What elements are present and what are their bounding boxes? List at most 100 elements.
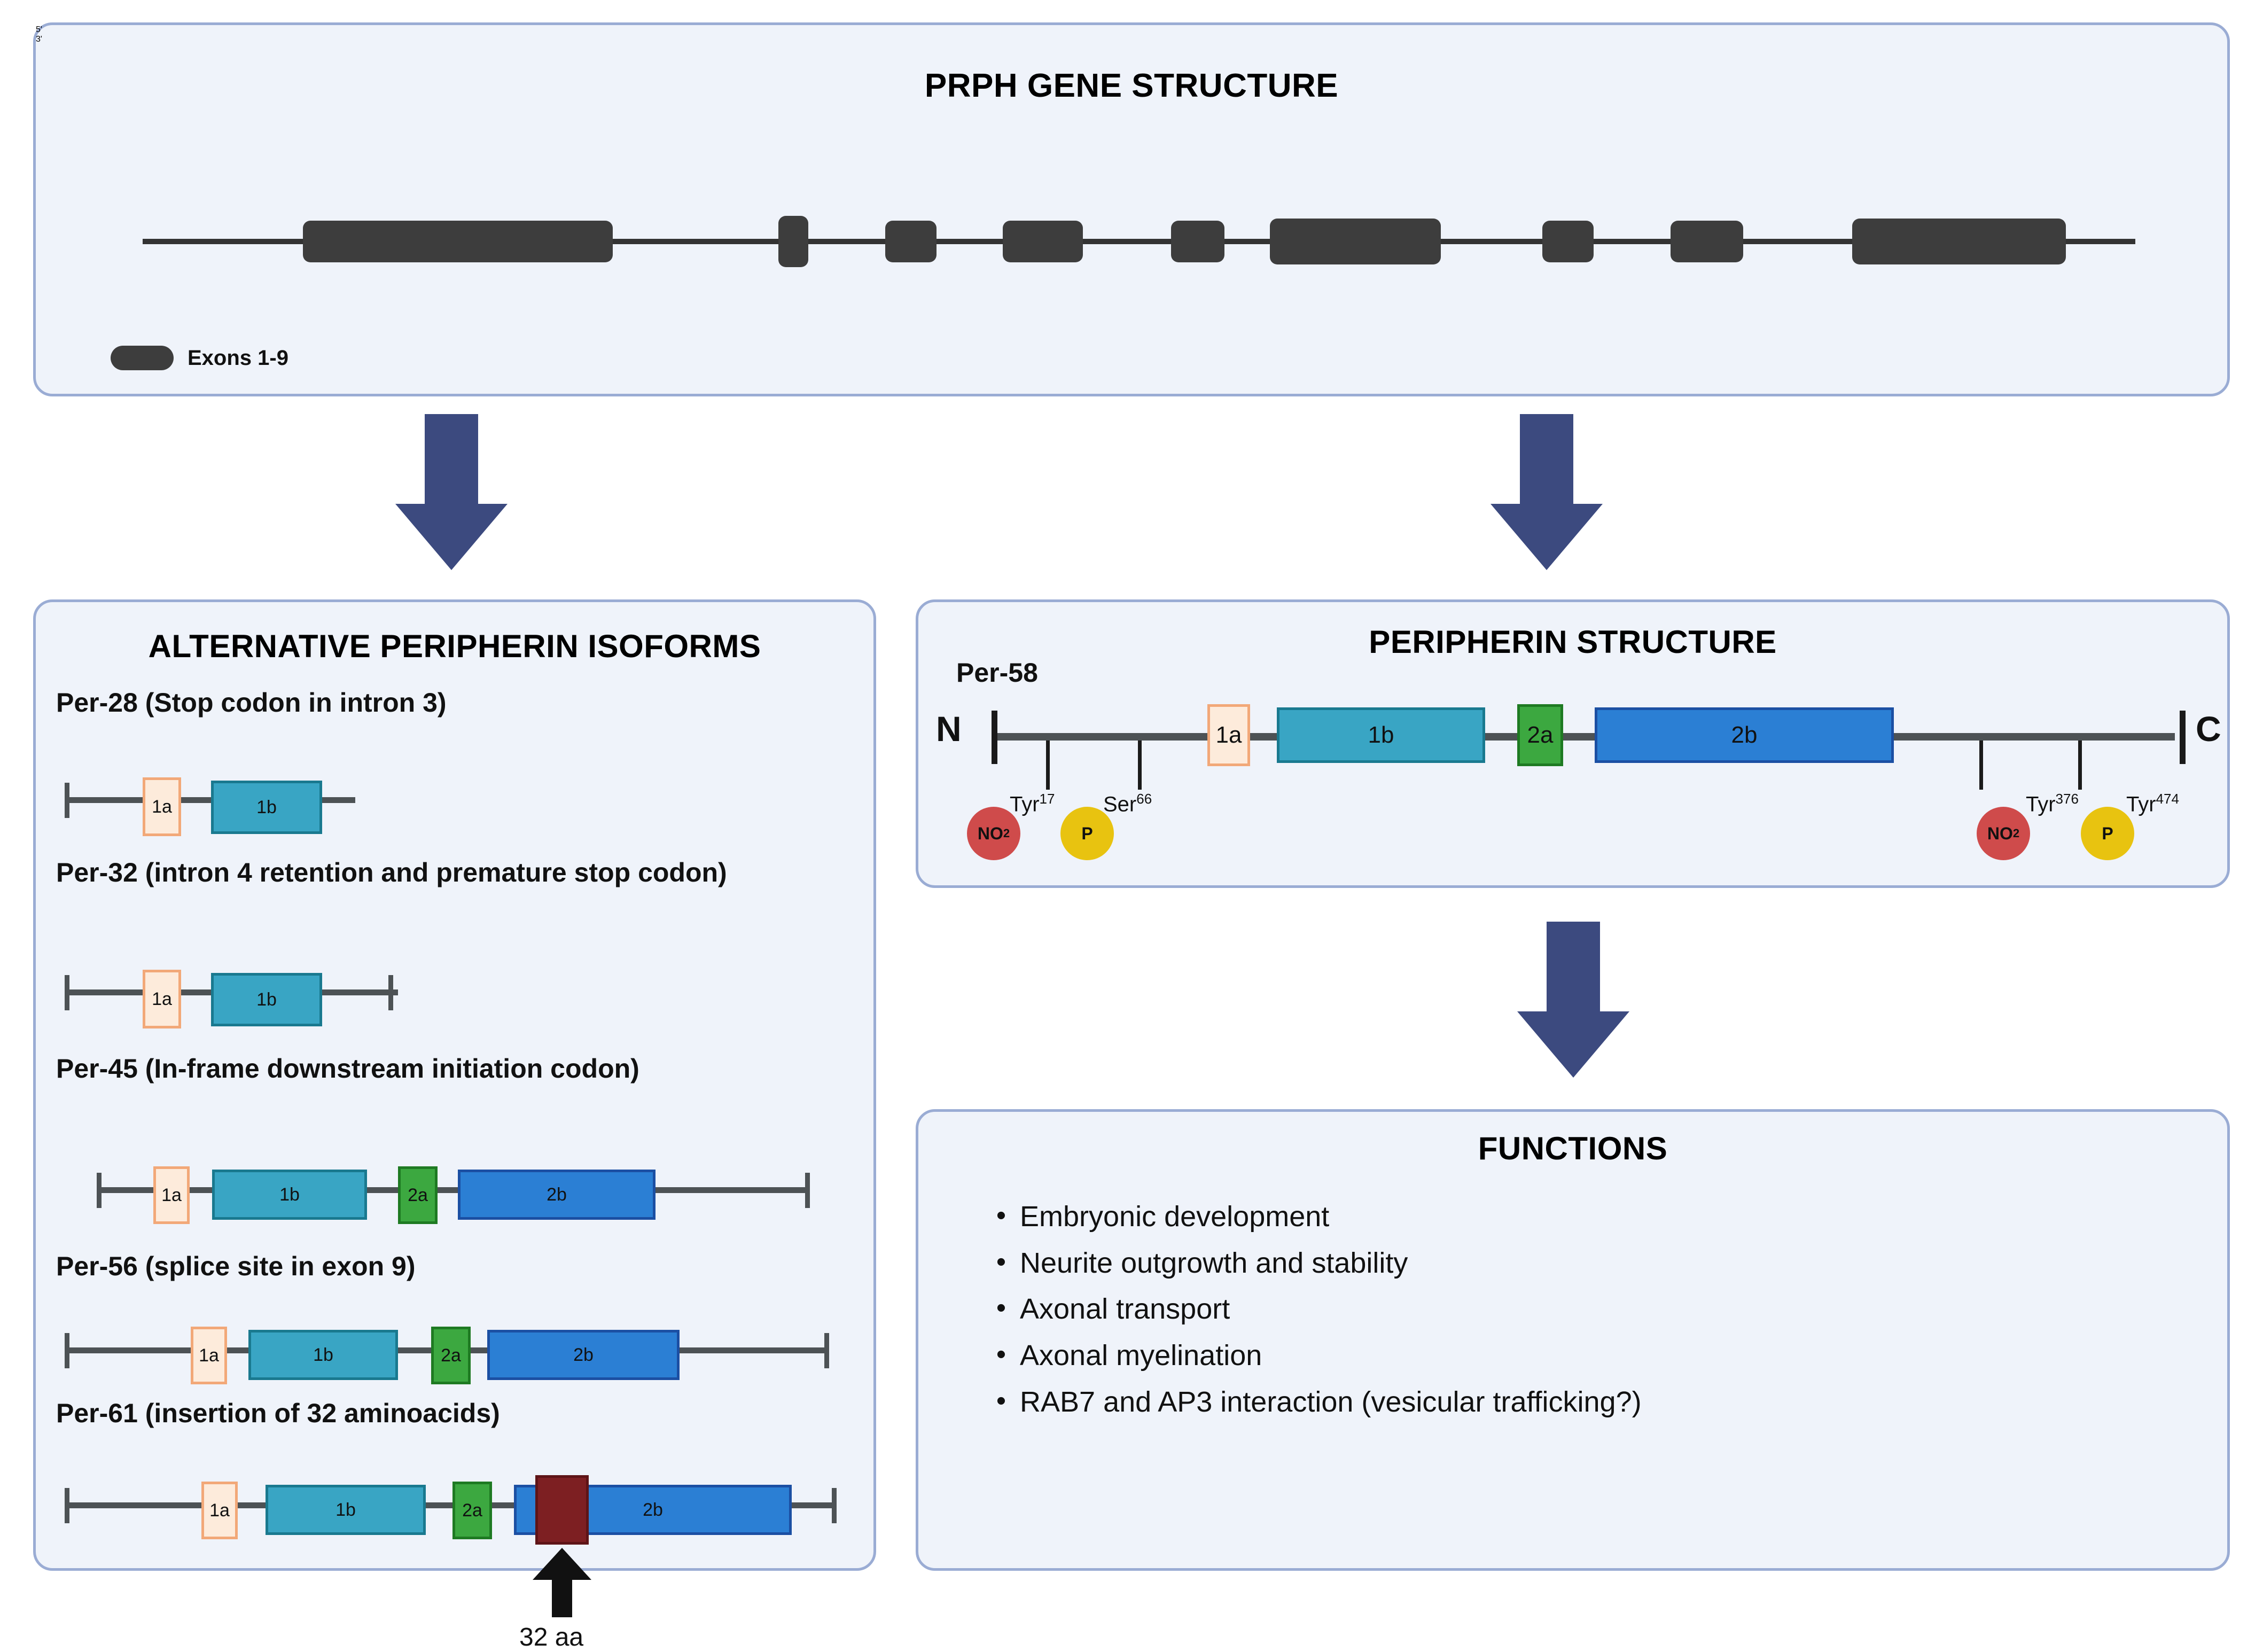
isoform-end-cap-2 <box>832 1488 837 1523</box>
isoform-end-cap-1 <box>65 1488 69 1523</box>
function-text: Axonal myelination <box>1020 1339 1262 1372</box>
exon-9 <box>1852 219 2066 264</box>
isoform-label-per-56: Per-56 (splice site in exon 9) <box>56 1251 416 1281</box>
isoform-track-per-28: 1a 1b <box>57 762 388 837</box>
exon-legend: Exons 1-9 <box>111 346 288 370</box>
arrow-head <box>1517 1011 1629 1078</box>
isoform-end-cap-2 <box>824 1333 829 1368</box>
isoform-end-cap-1 <box>65 783 69 818</box>
list-item: •Neurite outgrowth and stability <box>982 1248 1642 1279</box>
functions-panel-title: FUNCTIONS <box>1478 1131 1668 1166</box>
exon-6 <box>1270 219 1441 264</box>
gene-structure-panel: PRPH GENE STRUCTURE 5' 3' Exons 1-9 <box>33 22 2230 396</box>
isoform-label-per-45: Per-45 (In-frame downstream initiation c… <box>56 1054 639 1084</box>
domain-box-2b: 2b <box>458 1170 656 1220</box>
domain-box-2b: 2b <box>487 1330 680 1380</box>
bullet-icon: • <box>996 1246 1006 1277</box>
arrow-head <box>395 504 508 570</box>
exon-3 <box>885 221 937 262</box>
insertion-arrow-up-icon <box>533 1548 591 1617</box>
domain-box-1b: 1b <box>211 973 322 1026</box>
isoform-end-cap-1 <box>97 1173 102 1208</box>
modification-tick-Tyr474 <box>2078 741 2082 790</box>
exon-legend-label: Exons 1-9 <box>188 346 288 370</box>
modification-tick-Tyr376 <box>1979 741 1983 790</box>
arrow-shaft <box>425 414 478 508</box>
peripherin-domain-box-2a: 2a <box>1517 704 1563 766</box>
insertion-caption: 32 aa <box>519 1623 584 1651</box>
isoforms-panel-title: ALTERNATIVE PERIPHERIN ISOFORMS <box>148 628 761 664</box>
domain-box-ins <box>535 1475 589 1545</box>
isoform-label-per-28: Per-28 (Stop codon in intron 3) <box>56 688 447 718</box>
exon-5 <box>1171 221 1224 262</box>
arrow-shaft <box>552 1572 572 1617</box>
exon-2 <box>778 216 808 267</box>
arrow-down-icon-gene-to-isoforms <box>395 414 508 570</box>
isoform-track-per-32: 1a 1b <box>57 955 420 1030</box>
modification-label-Ser66: Ser66 <box>1103 791 1152 816</box>
domain-box-1b: 1b <box>266 1485 426 1535</box>
list-item: • Axonal transport <box>982 1294 1642 1324</box>
modification-tick-Tyr17 <box>1046 741 1050 790</box>
isoform-end-cap-2 <box>388 975 393 1010</box>
domain-box-1a: 1a <box>143 970 181 1028</box>
domain-box-1a: 1a <box>143 777 181 836</box>
exon-8 <box>1671 221 1743 262</box>
arrow-head <box>1491 504 1603 570</box>
function-text: Embryonic development <box>1020 1201 1330 1233</box>
gene-backbone-line <box>143 239 2135 244</box>
isoform-end-cap-2 <box>805 1173 810 1208</box>
peripherin-domain-box-1b: 1b <box>1277 707 1485 763</box>
five-prime-label: 5' <box>36 25 42 34</box>
exon-legend-swatch <box>111 346 174 370</box>
isoform-end-cap-1 <box>65 1333 69 1368</box>
domain-box-1a: 1a <box>153 1166 190 1224</box>
modification-label-Tyr376: Tyr376 <box>2026 791 2079 816</box>
isoform-label-per-32: Per-32 (intron 4 retention and premature… <box>56 858 727 887</box>
c-terminus-label: C <box>2196 709 2221 749</box>
n-terminus-label: N <box>936 709 962 749</box>
exon-4 <box>1003 221 1083 262</box>
modification-badge-phosphorylation: P <box>2081 807 2134 860</box>
isoform-track-per-56: 1a 1b 2a 2b <box>57 1313 853 1388</box>
bullet-icon: • <box>996 1292 1006 1324</box>
bullet-icon: • <box>996 1339 1006 1370</box>
function-text: Axonal transport <box>1020 1293 1230 1326</box>
list-item: • Embryonic development <box>982 1202 1642 1232</box>
domain-box-2a: 2a <box>452 1482 492 1539</box>
peripherin-domain-box-1a: 1a <box>1207 704 1250 766</box>
peripherin-domain-box-2b: 2b <box>1595 707 1894 763</box>
domain-box-1b: 1b <box>248 1330 398 1380</box>
peripherin-backbone-line <box>997 733 2175 741</box>
domain-box-2a: 2a <box>431 1327 471 1384</box>
arrow-shaft <box>1520 414 1573 508</box>
n-terminus-cap <box>992 711 997 764</box>
bullet-icon: • <box>996 1385 1006 1416</box>
peripherin-domain-track: 1a 1b 2a 2b <box>978 695 2201 775</box>
modification-badge-phosphorylation: P <box>1060 807 1114 860</box>
c-terminus-cap <box>2180 711 2186 764</box>
functions-panel: FUNCTIONS • Embryonic development •Neurite… <box>916 1109 2230 1571</box>
modification-label-Tyr17: Tyr17 <box>1010 791 1055 816</box>
alternative-isoforms-panel: ALTERNATIVE PERIPHERIN ISOFORMS Per-28 (… <box>33 599 876 1651</box>
bullet-icon: • <box>996 1200 1006 1231</box>
three-prime-label: 3' <box>36 35 42 44</box>
domain-box-1a: 1a <box>201 1482 238 1539</box>
functions-list: • Embryonic development •Neurite outgrowth… <box>982 1202 1642 1433</box>
page-title: PRPH GENE STRUCTURE <box>924 67 1339 104</box>
peripherin-panel-title: PERIPHERIN STRUCTURE <box>1369 624 1777 660</box>
function-text: RAB7 and AP3 interaction (vesicular traf… <box>1020 1385 1642 1418</box>
arrow-down-icon-peripherin-to-functions <box>1517 922 1629 1078</box>
arrow-shaft <box>1547 922 1600 1015</box>
exon-7 <box>1542 221 1594 262</box>
isoform-label-per-61: Per-61 (insertion of 32 aminoacids) <box>56 1398 500 1428</box>
modification-label-Tyr474: Tyr474 <box>2126 791 2179 816</box>
list-item: • RAB7 and AP3 interaction (vesicular tra… <box>982 1387 1642 1417</box>
domain-box-2a: 2a <box>398 1166 438 1224</box>
domain-box-1b: 1b <box>211 781 322 834</box>
domain-box-1a: 1a <box>191 1327 227 1384</box>
isoform-end-cap-1 <box>65 975 69 1010</box>
